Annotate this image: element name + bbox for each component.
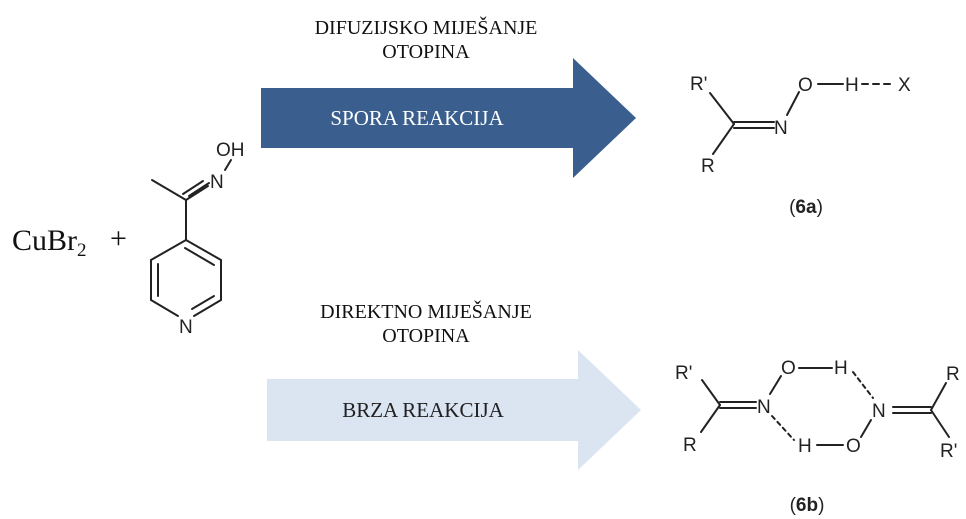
fast-reaction-label: BRZA REAKCIJA (342, 398, 504, 422)
top-caption-line1: DIFUZIJSKO MIJEŠANJE (314, 17, 538, 39)
top-caption-line2: OTOPINA (382, 41, 470, 63)
product-6a-bonds (709, 83, 896, 155)
product-6b-nitrogen-right: N (872, 401, 886, 422)
reagent-subscript: 2 (77, 240, 87, 261)
compound-label-6b: (6b) (790, 495, 825, 516)
ligand-hydroxyl: OH (216, 140, 245, 161)
ligand-oxime-nitrogen: N (210, 172, 224, 193)
product-6b-oxygen-bottom: O (846, 436, 861, 457)
bottom-caption: DIREKTNO MIJEŠANJE OTOPINA (266, 300, 586, 348)
product-6b-hydrogen-bottom: H (798, 436, 812, 457)
product-6b-nitrogen-left: N (757, 397, 771, 418)
top-caption: DIFUZIJSKO MIJEŠANJE OTOPINA (266, 16, 586, 64)
reagent-name: CuBr (12, 224, 78, 257)
product-6b-r-prime-right: R' (940, 441, 957, 462)
product-6a-hydrogen: H (845, 75, 859, 96)
product-6a-nitrogen: N (774, 118, 788, 139)
product-6a-r: R (701, 156, 715, 177)
bottom-caption-line1: DIREKTNO MIJEŠANJE (320, 301, 532, 323)
product-6b-bonds (700, 367, 950, 446)
ligand-bonds (150, 159, 232, 317)
ligand-ring-nitrogen: N (179, 317, 193, 338)
product-6b-r-right: R (946, 364, 960, 385)
product-6b-hydrogen-top: H (834, 358, 848, 379)
bottom-caption-line2: OTOPINA (382, 325, 470, 347)
product-6a-r-prime: R' (690, 74, 707, 95)
product-6b-oxygen-top: O (781, 358, 796, 379)
plus-sign: + (110, 222, 127, 255)
compound-label-6a: (6a) (789, 197, 823, 218)
reagent-cubr2: CuBr2 (12, 224, 87, 262)
product-6a-oxygen: O (798, 75, 813, 96)
fast-reaction-arrow (267, 350, 641, 470)
product-6b-r-left: R (683, 435, 697, 456)
slow-reaction-arrow (261, 58, 636, 178)
slow-reaction-label: SPORA REAKCIJA (330, 106, 504, 130)
product-6a-x: X (898, 75, 911, 96)
product-6b-r-prime-left: R' (675, 363, 692, 384)
